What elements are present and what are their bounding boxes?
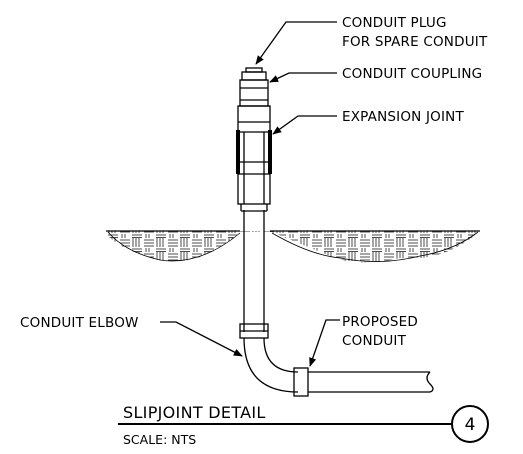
vertical-conduit bbox=[240, 204, 268, 332]
leader-plug bbox=[255, 21, 337, 65]
label-proposed-line2: CONDUIT bbox=[342, 333, 407, 349]
label-expansion: EXPANSION JOINT bbox=[342, 109, 464, 125]
label-coupling: CONDUIT COUPLING bbox=[342, 66, 482, 82]
label-proposed-line1: PROPOSED bbox=[342, 314, 418, 330]
title-block: SLIPJOINT DETAIL 4 SCALE: NTS bbox=[118, 403, 489, 447]
detail-number: 4 bbox=[465, 415, 476, 435]
label-plug-line1: CONDUIT PLUG bbox=[342, 15, 447, 31]
leader-proposed bbox=[309, 319, 340, 367]
ground-hatch bbox=[106, 230, 480, 263]
horizontal-conduit bbox=[293, 367, 434, 397]
leader-elbow bbox=[160, 321, 243, 357]
conduit-elbow bbox=[243, 337, 299, 393]
label-plug-line2: FOR SPARE CONDUIT bbox=[342, 34, 488, 50]
label-elbow: CONDUIT ELBOW bbox=[20, 315, 139, 331]
conduit-coupling bbox=[239, 79, 269, 107]
detail-title: SLIPJOINT DETAIL bbox=[123, 403, 266, 422]
leader-expansion bbox=[272, 115, 337, 135]
elbow-coupling bbox=[239, 323, 269, 339]
expansion-joint bbox=[236, 105, 272, 205]
leader-coupling bbox=[269, 72, 337, 83]
detail-scale: SCALE: NTS bbox=[123, 432, 196, 447]
conduit-plug bbox=[241, 67, 267, 81]
